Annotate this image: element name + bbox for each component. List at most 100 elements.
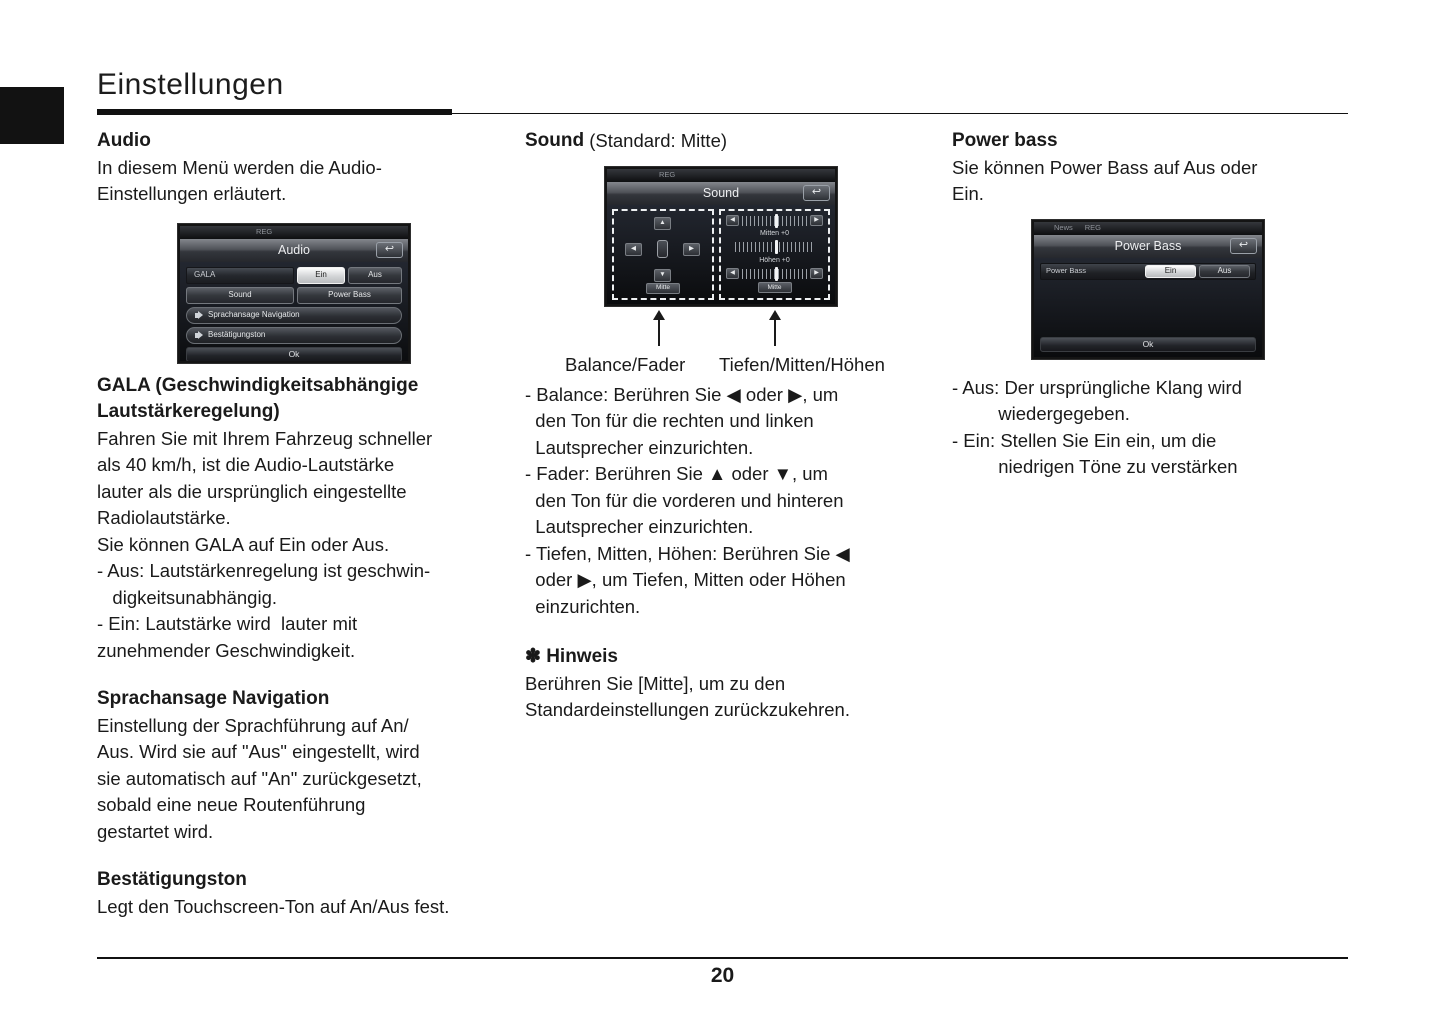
powerbass-screenshot-wrap: News REG Power Bass ↩ Power Bass Ein Aus…	[1032, 219, 1340, 359]
tiefen-slider: ◀ ▶	[726, 213, 823, 228]
column-audio: Audio In diesem Menü werden die Audio- E…	[97, 128, 501, 920]
slider-ticks	[734, 240, 815, 255]
sound-callouts: Balance/Fader Tiefen/Mitten/Höhen	[525, 309, 927, 382]
fader-up-button: ▲	[654, 216, 671, 230]
bestaetigungston-bar: Bestätigungston	[186, 326, 402, 344]
ok-button: Ok	[1040, 336, 1256, 352]
audio-status-bar: REG	[180, 225, 408, 239]
gala-plate: GALA	[186, 266, 294, 284]
equalizer-mitte-button: Mitte	[757, 282, 792, 294]
gala-row: GALA Ein Aus	[186, 266, 402, 284]
mitten-slider	[726, 240, 823, 255]
back-icon: ↩	[811, 186, 822, 198]
speaker-icon	[195, 311, 203, 319]
status-reg-label: REG	[256, 226, 273, 236]
powerbass-bullets: - Aus: Der ursprüngliche Klang wird wied…	[952, 376, 1242, 478]
ok-button: Ok	[186, 346, 402, 361]
footer-rule	[97, 957, 1348, 959]
audio-screenshot-wrap: REG Audio ↩ GALA Ein Aus Sound Power Bas…	[178, 223, 501, 363]
page-number: 20	[710, 964, 735, 987]
audio-screen: REG Audio ↩ GALA Ein Aus Sound Power Bas…	[178, 223, 410, 363]
status-reg-label: REG	[1084, 222, 1102, 232]
balance-left-button: ◀	[625, 242, 642, 256]
powerbass-row: Power Bass Ein Aus	[1040, 262, 1256, 280]
sound-screen-title: Sound	[702, 185, 740, 200]
status-reg-label: REG	[659, 169, 676, 179]
column-sound: Sound (Standard: Mitte) REG Sound ↩ ▲ ◀ …	[525, 128, 927, 724]
audio-title-bar: Audio ↩	[180, 238, 408, 262]
title-rule	[97, 107, 1348, 115]
callout-label-balance: Balance/Fader	[565, 353, 686, 375]
speaker-icon	[195, 331, 203, 339]
gala-aus-button: Aus	[348, 266, 402, 284]
balance-right-button: ▶	[683, 242, 700, 256]
status-news-label: News	[1054, 222, 1073, 232]
powerbass-screen: News REG Power Bass ↩ Power Bass Ein Aus…	[1032, 219, 1264, 359]
bestaetigungston-text: Legt den Touchscreen-Ton auf An/Aus fest…	[97, 895, 450, 917]
hoehen-value-label: Höhen +0	[759, 256, 790, 264]
sound-heading-bold: Sound	[525, 130, 585, 151]
balance-mitte-button: Mitte	[646, 282, 680, 294]
powerbass-row-label: Power Bass	[1046, 265, 1087, 275]
sound-status-bar: REG	[607, 168, 835, 182]
powerbass-screen-title: Power Bass	[1114, 238, 1182, 253]
powerbass-screen-body: Power Bass Ein Aus Ok	[1034, 257, 1262, 357]
powerbass-heading: Power bass	[952, 130, 1058, 151]
sprachansage-bar-label: Sprachansage Navigation	[208, 309, 300, 319]
sound-powerbass-row: Sound Power Bass	[186, 286, 402, 304]
mitten-value-label: Mitten +0	[760, 230, 789, 238]
powerbass-intro: Sie können Power Bass auf Aus oder Ein.	[952, 156, 1258, 205]
sound-screen-body: ▲ ◀ ▶ ▼ Mitte ◀ ▶ Mitten +0	[607, 204, 835, 304]
balance-center-icon	[657, 239, 668, 258]
title-rule-thick	[97, 109, 452, 115]
callout-label-tiefen: Tiefen/Mitten/Höhen	[719, 353, 885, 375]
audio-intro: In diesem Menü werden die Audio- Einstel…	[97, 156, 382, 205]
gala-text2: Sie können GALA auf Ein oder Aus.	[97, 533, 390, 555]
sprachansage-text: Einstellung der Sprachführung auf An/ Au…	[97, 714, 422, 842]
gala-text: Fahren Sie mit Ihrem Fahrzeug schneller …	[97, 427, 433, 529]
slider-left-button: ◀	[726, 215, 739, 226]
slider-right-button: ▶	[810, 268, 823, 280]
sound-screenshot-wrap: REG Sound ↩ ▲ ◀ ▶ ▼ Mitte ◀	[605, 166, 927, 306]
back-icon: ↩	[384, 243, 395, 255]
balance-fader-pad: ▲ ◀ ▶ ▼ Mitte	[612, 208, 714, 300]
sound-screen: REG Sound ↩ ▲ ◀ ▶ ▼ Mitte ◀	[605, 166, 837, 306]
bestaetigungston-bar-label: Bestätigungston	[208, 329, 266, 339]
hoehen-slider: ◀ ▶	[726, 266, 823, 281]
bestaetigungston-row: Bestätigungston	[186, 326, 402, 344]
powerbass-aus-button: Aus	[1199, 264, 1250, 278]
callout-arrow-tiefen	[769, 309, 781, 346]
sound-bullet-tiefen: - Tiefen, Mitten, Höhen: Berühren Sie ◀ …	[525, 542, 850, 617]
sound-menu-button: Sound	[186, 286, 294, 304]
slider-ticks	[742, 213, 807, 228]
hinweis-heading: ✽ Hinweis	[525, 646, 618, 667]
audio-heading: Audio	[97, 130, 151, 151]
back-button: ↩	[803, 185, 830, 201]
audio-screen-body: GALA Ein Aus Sound Power Bass Sprachansa…	[180, 261, 408, 361]
chapter-tab	[0, 87, 64, 144]
sprachansage-row: Sprachansage Navigation	[186, 306, 402, 324]
back-icon: ↩	[1238, 239, 1249, 251]
slider-right-button: ▶	[810, 215, 823, 226]
equalizer-pad: ◀ ▶ Mitten +0 Höhen +0 ◀ ▶ Mitte	[719, 208, 830, 300]
power-bass-menu-button: Power Bass	[297, 286, 402, 304]
column-powerbass: Power bass Sie können Power Bass auf Aus…	[952, 128, 1340, 481]
gala-bullet-aus: - Aus: Lautstärkenregelung ist geschwin-…	[97, 560, 431, 608]
gala-ein-button: Ein	[297, 266, 345, 284]
sprachansage-bar: Sprachansage Navigation	[186, 306, 402, 324]
gala-bullet-ein: - Ein: Lautstärke wird lauter mit zunehm…	[97, 613, 358, 661]
powerbass-status-bar: News REG	[1034, 221, 1262, 235]
hinweis-text: Berühren Sie [Mitte], um zu den Standard…	[525, 672, 850, 721]
powerbass-ein-button: Ein	[1145, 264, 1196, 278]
bestaetigungston-heading: Bestätigungston	[97, 869, 247, 890]
sprachansage-heading: Sprachansage Navigation	[97, 688, 330, 709]
powerbass-title-bar: Power Bass ↩	[1034, 234, 1262, 258]
back-button: ↩	[1230, 238, 1257, 254]
sound-bullet-balance: - Balance: Berühren Sie ◀ oder ▶, um den…	[525, 383, 839, 458]
callout-arrow-balance	[653, 309, 665, 346]
sound-bullet-fader: - Fader: Berühren Sie ▲ oder ▼, um den T…	[525, 463, 844, 537]
fader-down-button: ▼	[654, 268, 671, 282]
sound-heading-rest: (Standard: Mitte)	[584, 130, 728, 151]
slider-ticks	[742, 266, 807, 281]
sound-title-bar: Sound ↩	[607, 181, 835, 205]
